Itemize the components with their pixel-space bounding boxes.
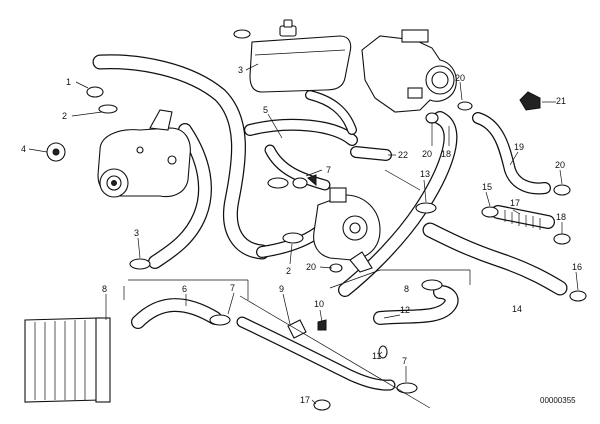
callout-11: 11 [372,351,381,361]
callout-17-right: 17 [510,198,520,208]
callout-13: 13 [420,169,430,179]
thermostat-housing [313,187,381,273]
callout-22: 22 [398,150,408,160]
callout-15: 15 [482,182,492,192]
hoses [85,29,568,329]
callout-14: 14 [512,304,522,314]
hose-12 [373,285,459,325]
hose-6 [131,298,222,329]
callout-20-right: 20 [555,160,565,170]
water-pump [97,109,191,198]
callout-18-mid: 18 [441,149,451,159]
callout-8-left: 8 [102,284,107,294]
heater-valve-assembly [361,29,457,113]
callout-20-top: 20 [455,73,465,83]
radiator [24,317,111,403]
pump-outlet-hose [92,54,270,260]
callout-19: 19 [514,142,524,152]
callout-12: 12 [400,305,410,315]
callout-21: 21 [556,96,566,106]
callouts: 1 2 4 3 5 22 7 20 21 20 18 19 20 13 15 1… [21,65,582,405]
tank-hose [305,90,357,135]
callout-20-mid: 20 [422,149,432,159]
callout-10: 10 [314,299,324,309]
callout-7-middle: 7 [230,283,235,293]
clamps [46,29,587,411]
expansion-tank [249,19,352,93]
callout-2-upper: 2 [62,111,67,121]
hose-15-18 [491,205,555,230]
callout-2-lower: 2 [286,266,291,276]
callout-3-upper: 3 [238,65,243,75]
callout-5: 5 [263,105,268,115]
hose-14 [422,222,568,296]
callout-3-lower: 3 [134,228,139,238]
hose-7-upper [264,144,331,191]
hose-19 [472,112,551,195]
callout-18-right: 18 [556,212,566,222]
hose-22 [350,146,392,161]
callout-16: 16 [572,262,582,272]
pump-lower-hose [148,123,212,269]
hose-5 [244,118,358,146]
callout-17-lower: 17 [300,395,310,405]
callout-7-lower: 7 [402,356,407,366]
callout-1: 1 [66,77,71,87]
callout-8-right: 8 [404,284,409,294]
callout-9: 9 [279,284,284,294]
callout-6: 6 [182,284,187,294]
coolant-pipe [236,316,396,391]
leader-lines [28,63,579,409]
callout-7-upper: 7 [326,165,331,175]
reference-number: 00000355 [540,396,576,405]
callout-20-lower: 20 [306,262,316,272]
callout-4: 4 [21,144,26,154]
